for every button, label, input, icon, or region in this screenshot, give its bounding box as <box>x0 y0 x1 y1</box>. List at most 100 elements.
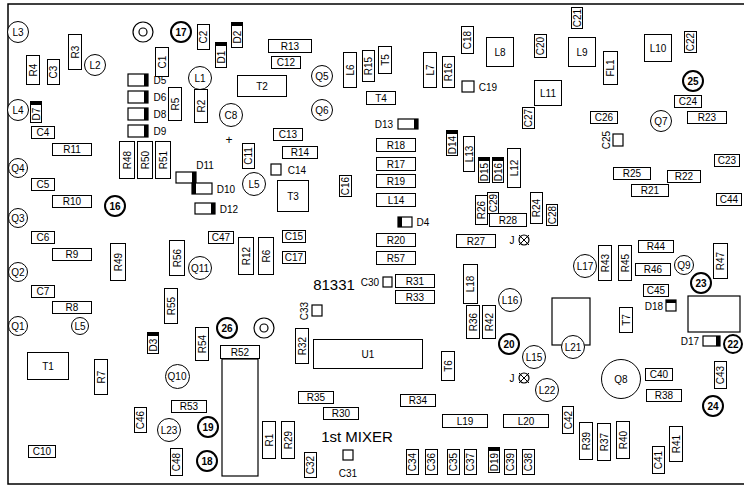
part-label: Q5 <box>315 71 328 82</box>
part-label: L17 <box>577 261 594 272</box>
capacitor-pad <box>343 450 353 460</box>
part-label: L4 <box>12 105 23 116</box>
callout-number: 18 <box>201 456 212 467</box>
part-label: C36 <box>426 453 437 471</box>
callout-number: 22 <box>727 339 738 350</box>
part-label: C11 <box>243 147 254 165</box>
part-label: C47 <box>212 232 230 243</box>
part-label: T4 <box>375 93 387 104</box>
part-label: L22 <box>539 385 556 396</box>
component-outline: D2 <box>231 22 243 48</box>
callout-circle: 17 <box>170 21 192 43</box>
component-outline: R14 <box>282 146 318 159</box>
part-label: R28 <box>499 215 517 226</box>
part-label: C14 <box>288 165 306 176</box>
part-label: R54 <box>197 335 208 353</box>
component-outline: L21 <box>561 335 585 359</box>
component-outline: C36 <box>425 449 438 475</box>
part-label: T5 <box>380 54 391 66</box>
part-label: R56 <box>172 249 183 267</box>
jumper-cross <box>519 373 529 383</box>
diode-symbol <box>128 108 148 120</box>
part-label: C20 <box>535 37 546 55</box>
component-outline: D16 <box>492 157 504 183</box>
component-outline: R54 <box>195 327 209 361</box>
component-outline: T4 <box>366 91 396 105</box>
part-label: R34 <box>409 395 427 406</box>
component-outline: C12 <box>271 56 301 69</box>
component-outline: R50 <box>137 141 153 179</box>
part-label: D15 <box>479 162 490 180</box>
part-label: R53 <box>180 401 198 412</box>
component-outline: C3 <box>47 59 60 85</box>
component-outline: R41 <box>669 426 683 462</box>
component-outline: R34 <box>400 394 436 407</box>
part-label: D13 <box>375 119 393 130</box>
part-label: R26 <box>476 201 487 219</box>
component-outline: D14 <box>446 130 458 156</box>
component-outline: R57 <box>376 251 416 265</box>
component-outline: L22 <box>535 378 559 402</box>
component-outline: L4 <box>7 99 29 121</box>
component-outline: R52 <box>220 345 260 359</box>
component-outline: R2 <box>194 89 208 123</box>
component-outline: FL1 <box>603 51 618 85</box>
part-label: L5 <box>74 321 85 332</box>
diode-band <box>144 125 148 137</box>
component-outline: Q6 <box>311 99 333 121</box>
part-label: C39 <box>505 453 516 471</box>
component-outline: L14 <box>376 193 416 207</box>
part-label: C6 <box>37 232 50 243</box>
component-outline: L18 <box>463 264 478 304</box>
diode-band <box>716 336 720 346</box>
component-outline: Q2 <box>8 262 28 282</box>
part-label: Q11 <box>191 263 209 274</box>
diode-symbol <box>666 300 676 311</box>
component-outline: R8 <box>52 301 92 314</box>
part-label: R25 <box>623 168 641 179</box>
part-label: L20 <box>518 416 535 427</box>
part-label: D3 <box>148 338 159 351</box>
component-outline: C23 <box>714 154 740 167</box>
component-outline: C5 <box>31 178 55 191</box>
diode-symbol <box>398 217 412 227</box>
diode-symbol <box>128 125 148 137</box>
component-outline: L5 <box>242 172 266 196</box>
part-label: C12 <box>277 57 295 68</box>
component-outline: L5 <box>71 317 89 335</box>
jumper-point <box>519 373 529 383</box>
component-outline: C44 <box>716 193 742 206</box>
component-outline: C34 <box>406 449 419 475</box>
component-outline: R17 <box>376 157 416 171</box>
callout-number: 25 <box>687 76 698 87</box>
component-outline: Q3 <box>8 208 28 228</box>
diode-symbol <box>703 336 720 346</box>
component-outline: R42 <box>482 305 496 339</box>
diode-symbol <box>128 74 148 86</box>
component-outline: L11 <box>534 80 562 106</box>
part-label: C43 <box>715 366 726 384</box>
part-label: C24 <box>679 96 697 107</box>
component-outline: L15 <box>522 345 546 369</box>
callout-circle: 19 <box>197 416 219 438</box>
component-outline: T1 <box>27 352 69 380</box>
part-label: C17 <box>285 252 303 263</box>
diode-band <box>144 108 148 120</box>
part-label: R7 <box>96 371 107 384</box>
part-label: J <box>510 235 515 246</box>
component-outline: L9 <box>568 37 596 67</box>
component-outline: C1 <box>155 47 169 77</box>
jumper-point <box>519 235 529 245</box>
component-outline: Q1 <box>8 316 28 336</box>
component-outline: C24 <box>674 95 702 108</box>
component-outline: C15 <box>282 230 306 243</box>
component-outline: Q8 <box>601 359 641 399</box>
part-label: L18 <box>465 276 476 293</box>
component-outline: C7 <box>31 285 55 298</box>
part-label: L23 <box>161 425 178 436</box>
part-label: C27 <box>523 109 534 127</box>
component-outline: Q10 <box>165 364 190 389</box>
diode-band <box>192 172 196 183</box>
component-outline: R43 <box>598 245 612 281</box>
